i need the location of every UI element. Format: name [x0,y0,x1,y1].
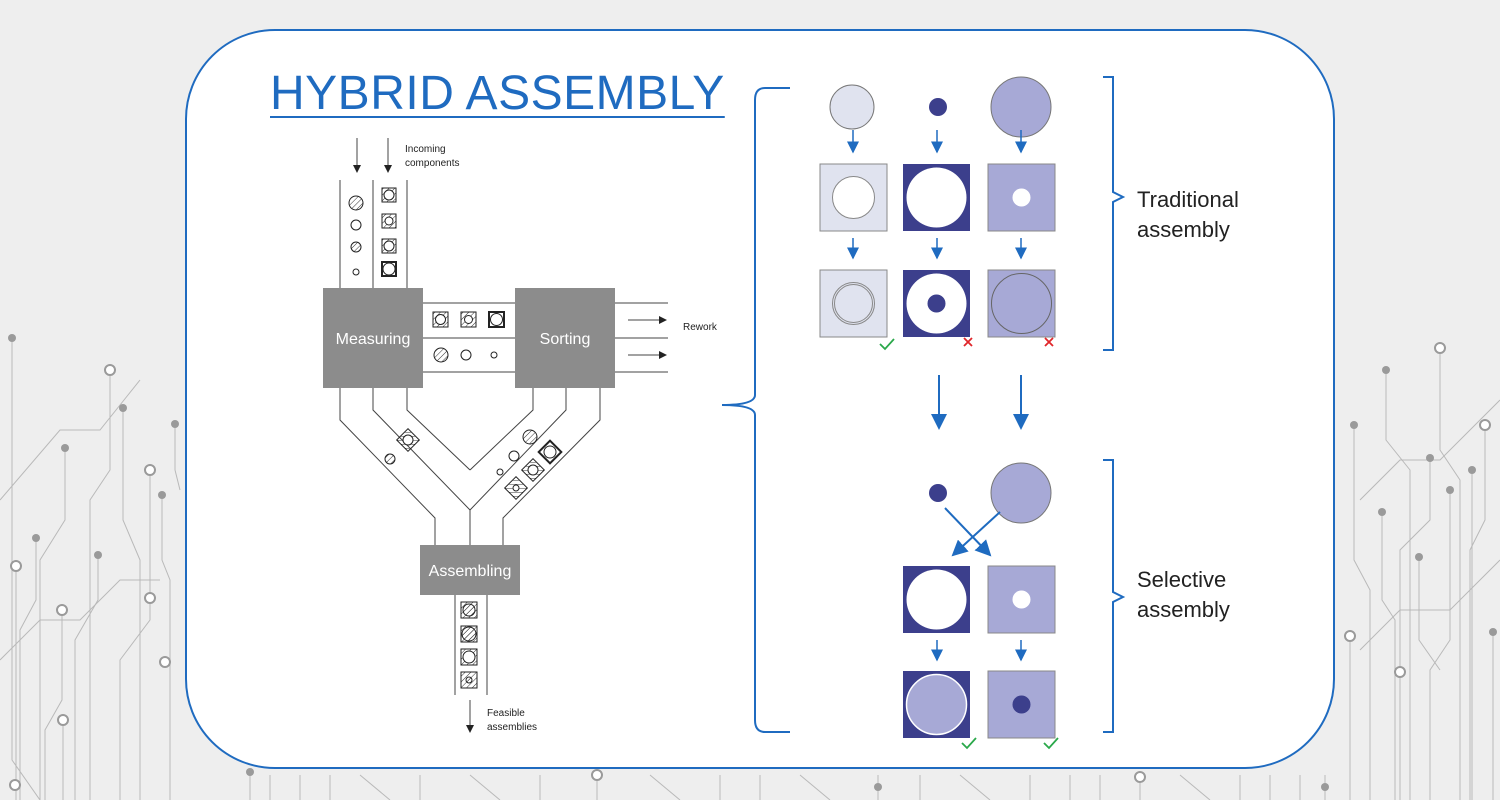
traditional-assembly-label: Traditional assembly [1137,187,1239,242]
incoming-label-2: components [405,158,459,169]
mid-shaft [990,462,1052,524]
shaft-part [508,450,520,462]
output-label-1: Feasible [487,708,525,719]
hole-part [520,457,546,483]
process-flow [339,138,668,733]
sorting-label: Sorting [540,331,591,348]
incoming-label-1: Incoming [405,144,446,155]
shaft-part [433,347,449,363]
assembling-box [420,545,520,595]
assembling-label: Assembling [429,563,512,580]
cross-icon [1044,337,1054,347]
check-icon [1043,737,1059,750]
shaft-part [348,195,364,211]
hole-part [537,439,563,465]
check-icon [879,338,895,351]
hole-part [503,475,529,501]
sorting-box [515,288,615,388]
shaft-part [350,219,362,231]
shaft-part [384,453,396,465]
content-card [185,29,1335,769]
dark-shaft [929,98,947,116]
dark-shaft [929,484,947,502]
measuring-label: Measuring [336,331,411,348]
shaft-part [352,268,360,276]
light-shaft [829,84,875,130]
group-brace [721,87,790,733]
slide-title: HYBRID ASSEMBLY [270,67,725,120]
output-label-2: assemblies [487,722,537,733]
measuring-box [323,288,423,388]
mid-shaft [990,76,1052,138]
hole-part [395,427,421,453]
selective-brace [1103,459,1126,733]
check-icon [961,737,977,750]
shaft-part [460,349,472,361]
shaft-part [350,241,362,253]
shaft-part [522,429,538,445]
cross-icon [963,337,973,347]
shaft-part [496,468,504,476]
shaft-part [490,351,498,359]
rework-label: Rework [683,322,718,333]
traditional-brace [1103,76,1126,351]
selective-assembly-label: Selective assembly [1137,567,1230,622]
